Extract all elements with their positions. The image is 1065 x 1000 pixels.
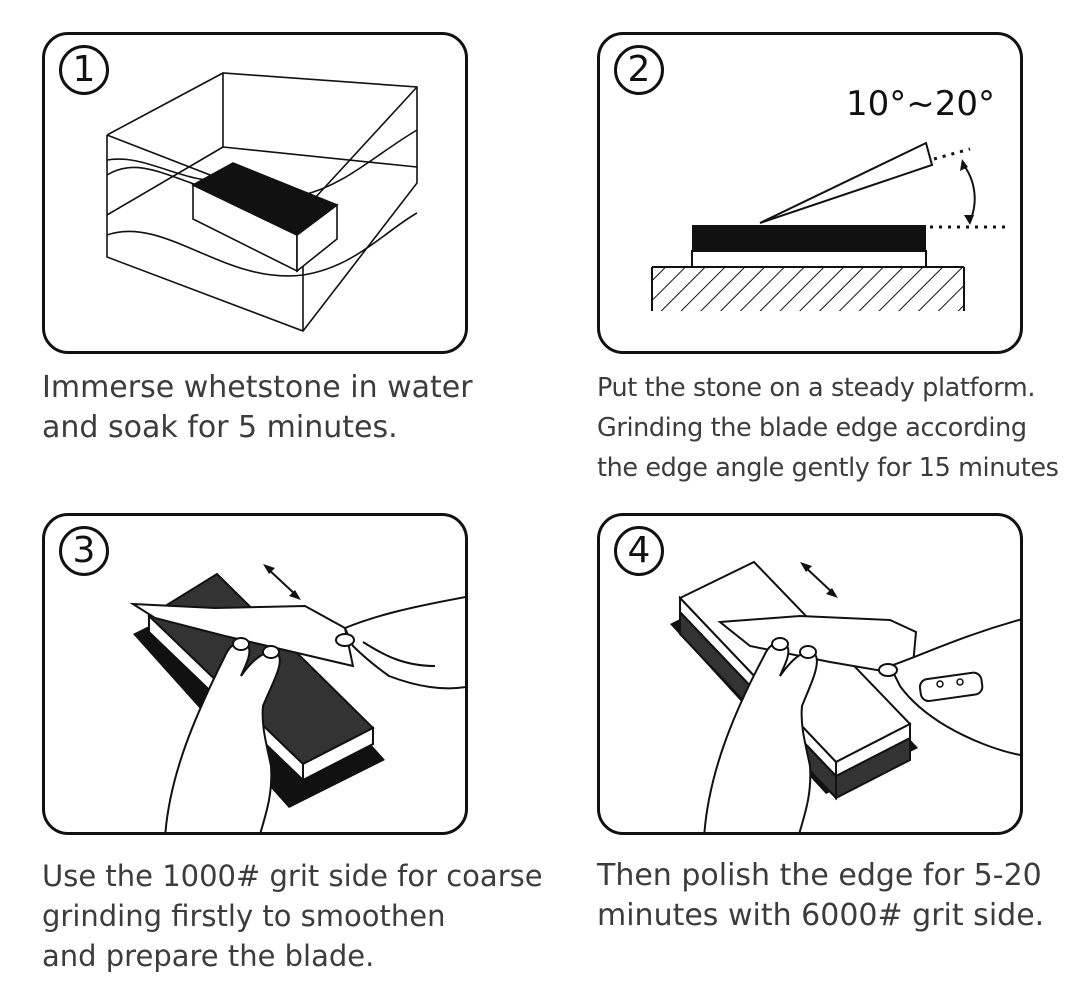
step-number-badge: 1 <box>59 45 109 95</box>
step-2-caption: Put the stone on a steady platform. Grin… <box>597 368 1059 488</box>
caption-line: minutes with 6000# grit side. <box>597 898 1045 933</box>
step-number-badge: 3 <box>59 526 109 576</box>
step-1-caption: Immerse whetstone in water and soak for … <box>42 368 473 448</box>
polishing-icon <box>670 560 1020 832</box>
coarse-grinding-icon <box>129 564 465 832</box>
step-2-panel: 10°~20° 2 <box>597 32 1023 354</box>
caption-line: Put the stone on a steady platform. <box>597 373 1036 403</box>
step-4-caption: Then polish the edge for 5-20 minutes wi… <box>597 856 1044 936</box>
step-number-badge: 2 <box>614 45 664 95</box>
caption-line: Grinding the blade edge according <box>597 413 1027 443</box>
caption-line: and prepare the blade. <box>42 939 375 973</box>
step-3-panel: 3 <box>42 513 468 835</box>
step-3-caption: Use the 1000# grit side for coarse grind… <box>42 856 543 976</box>
caption-line: Immerse whetstone in water <box>42 370 473 405</box>
step-number-badge: 4 <box>614 526 664 576</box>
step-4-panel: 4 <box>597 513 1023 835</box>
caption-line: Then polish the edge for 5-20 <box>597 858 1042 893</box>
caption-line: and soak for 5 minutes. <box>42 410 398 445</box>
blade-angle-icon: 10°~20° <box>651 84 1010 311</box>
angle-range-label: 10°~20° <box>846 84 995 124</box>
caption-line: Use the 1000# grit side for coarse <box>42 859 543 893</box>
step-1-panel: 1 <box>42 32 468 354</box>
caption-line: the edge angle gently for 15 minutes <box>597 453 1059 483</box>
whetstone-soaking-icon <box>106 72 418 332</box>
caption-line: grinding firstly to smoothen <box>42 899 446 933</box>
